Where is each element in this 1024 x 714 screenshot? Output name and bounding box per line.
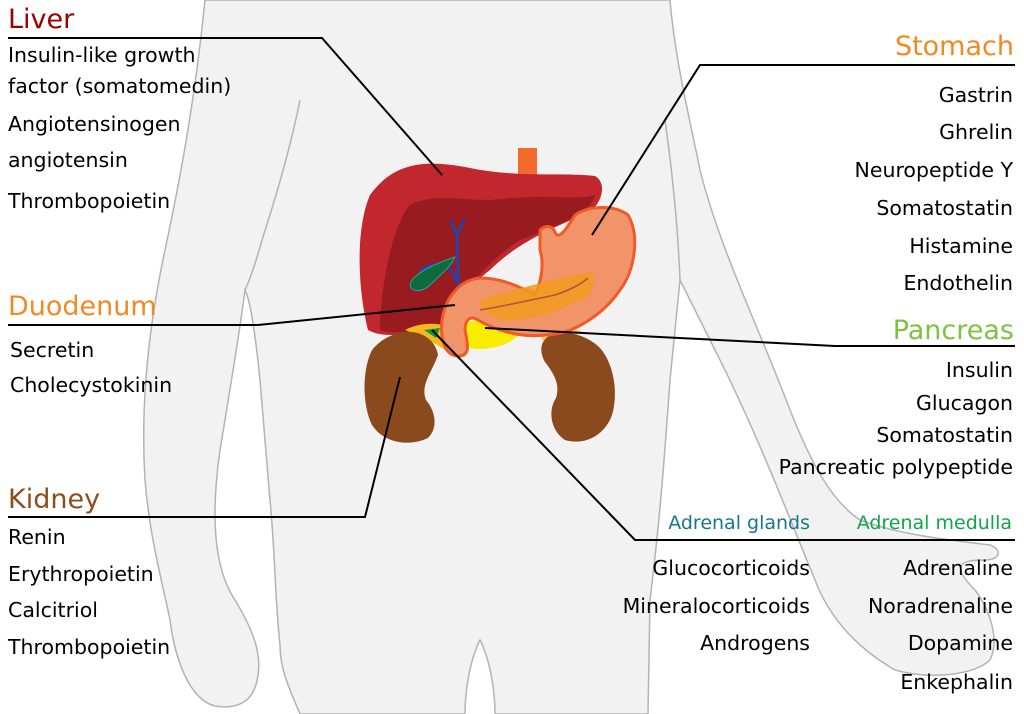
kidney-hormone: Renin <box>8 525 66 549</box>
adrenal-glands-hormone: Androgens <box>700 631 810 655</box>
kidney-title: Kidney <box>8 484 101 515</box>
duodenum-title: Duodenum <box>8 291 157 322</box>
stomach-hormone: Endothelin <box>903 271 1013 295</box>
liver-title: Liver <box>8 4 75 35</box>
adrenal-glands-hormone: Glucocorticoids <box>652 556 810 580</box>
leader-line-stomach <box>591 64 1015 236</box>
stomach-hormone: Neuropeptide Y <box>854 158 1014 182</box>
adrenal-medulla-title: Adrenal medulla <box>856 512 1012 534</box>
stomach-hormone: Ghrelin <box>939 120 1013 144</box>
arm-inner-right <box>664 119 681 281</box>
kidney-hormone: Calcitriol <box>8 598 98 622</box>
duodenum-hormone: Cholecystokinin <box>10 373 173 397</box>
duodenum-hormone: Secretin <box>10 338 95 362</box>
gallbladder <box>409 256 456 291</box>
leader-line-adrenal <box>431 329 1015 541</box>
liver-hormone: angiotensin <box>8 148 128 172</box>
esophagus <box>518 148 537 178</box>
leader-line-liver <box>8 37 443 176</box>
liver-hormone: Thrombopoietin <box>8 189 171 213</box>
stomach-hormone: Somatostatin <box>876 196 1013 220</box>
leader-line-pancreas <box>484 327 1015 347</box>
liver-hormone: factor (somatomedin) <box>8 74 232 98</box>
adrenal-medulla-hormone: Enkephalin <box>900 670 1013 694</box>
arm-inner-left <box>244 99 301 291</box>
leader-line-duodenum <box>8 304 456 326</box>
blood-vessel <box>479 277 589 311</box>
adrenal-medulla-hormone: Adrenaline <box>903 556 1013 580</box>
adrenal-glands-hormone: Mineralocorticoids <box>622 594 810 618</box>
liver-hormone: Angiotensinogen <box>8 112 181 136</box>
pancreas-hormone: Pancreatic polypeptide <box>778 455 1013 479</box>
kidney-hormone: Thrombopoietin <box>8 635 171 659</box>
pancreas-hormone: Glucagon <box>916 391 1013 415</box>
adrenal-medulla-hormone: Noradrenaline <box>867 594 1013 618</box>
adrenal-medulla-hormone: Dopamine <box>907 631 1013 655</box>
stomach-title: Stomach <box>894 31 1014 62</box>
pancreas-title: Pancreas <box>892 315 1014 346</box>
stomach <box>440 206 637 358</box>
leader-line-kidney <box>8 376 401 518</box>
kidney-left <box>364 331 438 443</box>
adrenal-glands-title: Adrenal glands <box>668 512 810 534</box>
liver-hormone: Insulin-like growth <box>8 43 196 67</box>
kidney-right <box>541 332 615 442</box>
pancreas-hormone: Insulin <box>945 358 1013 382</box>
kidney-hormone: Erythropoietin <box>8 562 154 586</box>
stomach-hormone: Histamine <box>909 234 1013 258</box>
stomach-hormone: Gastrin <box>938 83 1013 107</box>
pancreas-body <box>479 272 595 321</box>
pancreas-hormone: Somatostatin <box>876 423 1013 447</box>
